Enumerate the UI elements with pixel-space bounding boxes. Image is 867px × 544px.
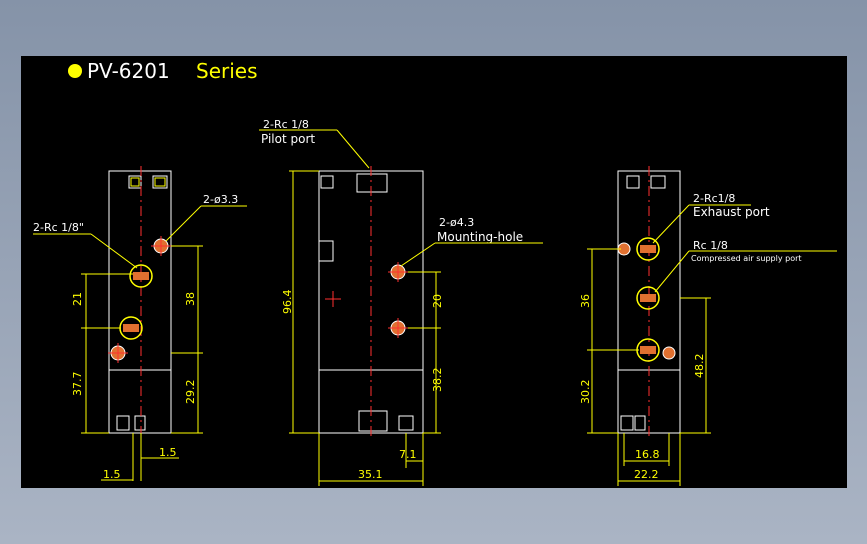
dimension-label: 30.2 <box>579 380 592 405</box>
exhaust-port-1-icon <box>636 237 660 261</box>
dimension-label: 2-ø3.3 <box>203 193 238 206</box>
dimension-label: 20 <box>431 294 444 308</box>
dimension-label: 38 <box>184 292 197 306</box>
dimension-label: 1.5 <box>159 446 177 459</box>
dimension-label: Mounting-hole <box>437 230 523 244</box>
supply-port-icon <box>636 286 660 310</box>
dimension-label: 36 <box>579 294 592 308</box>
dimension-label: 29.2 <box>184 380 197 405</box>
dimension-label: 37.7 <box>71 372 84 397</box>
dimension-label: Exhaust port <box>693 205 770 219</box>
dimension-label: 96.4 <box>281 290 294 315</box>
dimension-label: 2-Rc 1/8 <box>263 118 309 131</box>
dimension-label: 48.2 <box>693 354 706 379</box>
right-view: 2-Rc1/8 Exhaust port Rc 1/8 Compressed a… <box>579 166 837 486</box>
dimension-label: Rc 1/8 <box>693 239 728 252</box>
dimension-label: 35.1 <box>358 468 383 481</box>
dimension-label: Pilot port <box>261 132 315 146</box>
dimension-label: 7.1 <box>399 448 417 461</box>
title-suffix: Series <box>196 59 258 83</box>
left-port-1-icon <box>129 264 153 288</box>
title-prefix: PV-6201 <box>87 59 170 83</box>
dimension-label: 21 <box>71 292 84 306</box>
dimension-label: 16.8 <box>635 448 660 461</box>
dimension-label: Compressed air supply port <box>691 254 802 263</box>
cad-drawing: PV-6201 Series 2-Rc 1/8" 2-ø3.3 <box>33 59 837 486</box>
middle-view: 2-Rc 1/8 Pilot port 2-ø4.3 Mounting-hole… <box>259 118 543 486</box>
dimension-label: 22.2 <box>634 468 659 481</box>
dimension-label: 2-Rc 1/8" <box>33 221 84 234</box>
dimension-label: 38.2 <box>431 368 444 393</box>
title-bullet-icon <box>68 64 82 78</box>
left-view: 2-Rc 1/8" 2-ø3.3 21 37.7 38 29.2 1.5 1. <box>33 166 247 481</box>
drawing-canvas: PV-6201 Series 2-Rc 1/8" 2-ø3.3 <box>21 56 847 488</box>
dimension-label: 2-Rc1/8 <box>693 192 735 205</box>
dimension-label: 2-ø4.3 <box>439 216 474 229</box>
dimension-label: 1.5 <box>103 468 121 481</box>
